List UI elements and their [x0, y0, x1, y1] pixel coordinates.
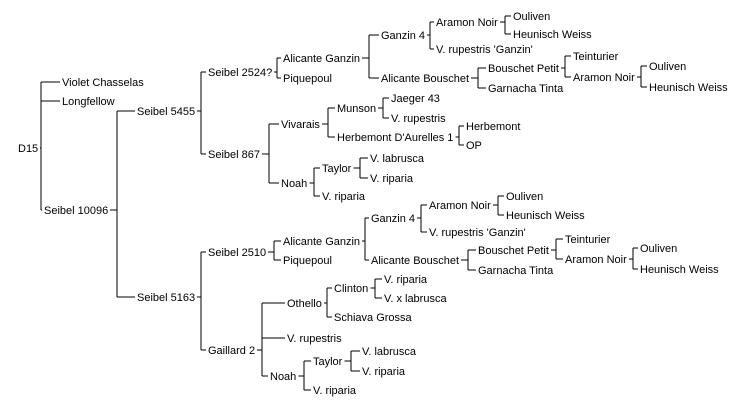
node-label-v-labrusca: V. labrusca — [370, 153, 425, 165]
node-label-v-riparia: V. riparia — [313, 385, 357, 397]
node-label-v-riparia: V. riparia — [322, 191, 366, 203]
node-label-garnacha-tinta: Garnacha Tinta — [478, 265, 554, 277]
node-label-ouliven: Ouliven — [513, 11, 550, 23]
node-label-vivarais: Vivarais — [281, 119, 320, 131]
node-label-v-x-labrusca: V. x labrusca — [384, 293, 447, 305]
node-label-alicante-bouschet: Alicante Bouschet — [371, 255, 459, 267]
node-label-jaeger-43: Jaeger 43 — [391, 93, 440, 105]
node-label-bouschet-petit: Bouschet Petit — [488, 63, 559, 75]
node-label-aramon-noir: Aramon Noir — [565, 254, 627, 266]
node-label-schiava-grossa: Schiava Grossa — [334, 312, 413, 324]
node-label-teinturier: Teinturier — [565, 234, 611, 246]
node-label-teinturier: Teinturier — [573, 51, 619, 63]
node-label-taylor: Taylor — [322, 163, 352, 175]
node-label-ouliven: Ouliven — [649, 61, 686, 73]
node-label-ouliven: Ouliven — [640, 243, 677, 255]
node-label-taylor: Taylor — [313, 356, 343, 368]
node-label-seibel-10096: Seibel 10096 — [44, 205, 108, 217]
node-label-v-rupestris: V. rupestris — [287, 333, 342, 345]
node-label-bouschet-petit: Bouschet Petit — [478, 245, 549, 257]
node-label-munson: Munson — [337, 103, 376, 115]
node-label-noah: Noah — [281, 178, 307, 190]
node-label-alicante-ganzin: Alicante Ganzin — [283, 236, 360, 248]
node-label-ganzin-4: Ganzin 4 — [371, 213, 415, 225]
node-label-alicante-bouschet: Alicante Bouschet — [381, 73, 469, 85]
node-label-piquepoul: Piquepoul — [283, 73, 332, 85]
node-label-herbemont: Herbemont — [466, 121, 520, 133]
node-label-heunisch-weiss: Heunisch Weiss — [506, 210, 585, 222]
node-label-noah: Noah — [270, 371, 296, 383]
node-label-othello: Othello — [287, 298, 322, 310]
node-label-v-rupestris-ganzin: V. rupestris 'Ganzin' — [429, 227, 526, 239]
node-label-seibel-2510: Seibel 2510 — [208, 247, 266, 259]
node-label-aramon-noir: Aramon Noir — [436, 17, 498, 29]
node-label-piquepoul: Piquepoul — [283, 255, 332, 267]
node-label-v-labrusca: V. labrusca — [362, 346, 417, 358]
node-label-aramon-noir: Aramon Noir — [429, 200, 491, 212]
node-label-heunisch-weiss: Heunisch Weiss — [640, 264, 719, 276]
node-label-ganzin-4: Ganzin 4 — [381, 30, 425, 42]
node-label-v-rupestris-ganzin: V. rupestris 'Ganzin' — [436, 44, 533, 56]
node-label-seibel-5163: Seibel 5163 — [137, 292, 195, 304]
node-label-gaillard-2: Gaillard 2 — [208, 345, 255, 357]
node-label-d15: D15 — [18, 143, 38, 155]
node-label-garnacha-tinta: Garnacha Tinta — [488, 83, 564, 95]
node-label-op: OP — [466, 140, 482, 152]
node-label-herbemont-d-aurelles-1: Herbemont D'Aurelles 1 — [337, 132, 453, 144]
node-label-heunisch-weiss: Heunisch Weiss — [649, 82, 728, 94]
node-label-violet-chasselas: Violet Chasselas — [62, 77, 144, 89]
connector-lines — [40, 15, 647, 391]
node-label-ouliven: Ouliven — [506, 191, 543, 203]
node-label-heunisch-weiss: Heunisch Weiss — [513, 29, 592, 41]
node-label-clinton: Clinton — [334, 283, 368, 295]
node-label-v-riparia: V. riparia — [384, 274, 428, 286]
node-label-v-rupestris: V. rupestris — [391, 113, 446, 125]
node-label-longfellow: Longfellow — [62, 96, 115, 108]
node-label-v-riparia: V. riparia — [370, 173, 414, 185]
node-label-seibel-5455: Seibel 5455 — [137, 106, 195, 118]
node-label-v-riparia: V. riparia — [362, 366, 406, 378]
node-label-alicante-ganzin: Alicante Ganzin — [283, 53, 360, 65]
node-label-aramon-noir: Aramon Noir — [573, 72, 635, 84]
node-label-seibel-2524: Seibel 2524? — [208, 67, 272, 79]
node-label-seibel-867: Seibel 867 — [208, 149, 260, 161]
